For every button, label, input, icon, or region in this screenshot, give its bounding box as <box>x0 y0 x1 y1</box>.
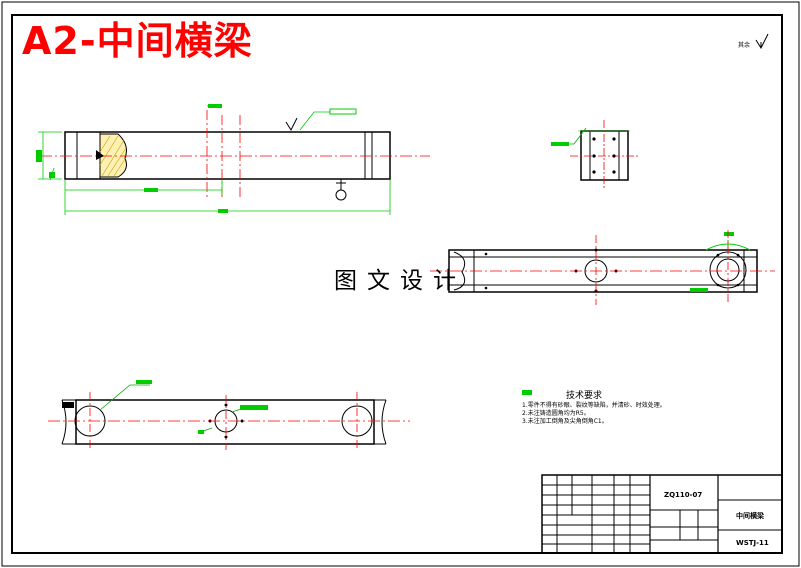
drawing-number: WSTJ-11 <box>736 539 769 547</box>
bottom-view <box>48 380 410 450</box>
top-view <box>430 230 775 305</box>
side-view <box>551 120 640 190</box>
tech-heading: 技术要求 <box>566 391 603 401</box>
tech-note-3: 3.未注加工倒角及尖角倒角C1。 <box>522 418 608 425</box>
roughness-symbol <box>755 33 769 50</box>
roughness-note: 其余 <box>738 42 751 49</box>
front-view <box>36 104 430 215</box>
part-name: 中间横梁 <box>736 512 764 520</box>
watermark-text: 图文设计 <box>334 268 466 294</box>
tech-marker <box>522 390 532 395</box>
drawing-code: ZQ110-07 <box>664 491 703 499</box>
title-block-grid <box>541 474 783 554</box>
inner-frame <box>11 14 783 554</box>
tech-note-2: 2.未注铸造圆角均为R5。 <box>522 410 590 417</box>
tech-note-1: 1.零件不得有砂眼、裂纹等缺陷，并清砂、时效处理。 <box>522 402 666 409</box>
drawing-title: A2-中间横梁 <box>22 19 253 63</box>
